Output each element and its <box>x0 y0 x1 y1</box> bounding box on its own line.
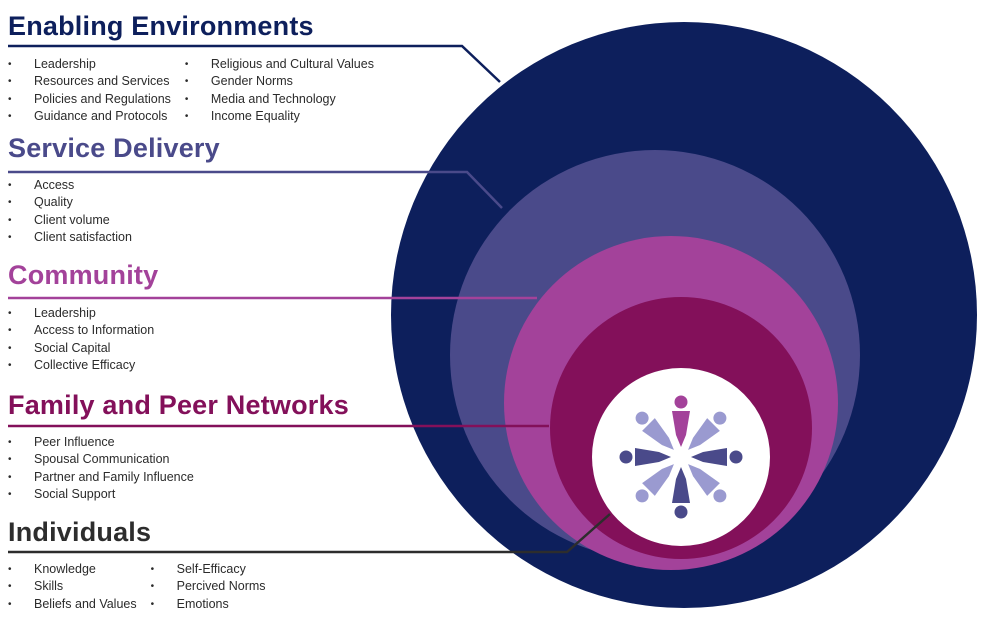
level-items-community: Leadership Access to Information Social … <box>8 305 158 374</box>
person-figure <box>619 448 671 466</box>
list-item: Religious and Cultural Values <box>185 56 374 74</box>
level-individuals: Individuals Knowledge Skills Beliefs and… <box>8 516 266 613</box>
list-item: Percived Norms <box>151 578 266 596</box>
person-figure <box>672 467 690 519</box>
service-delivery-connector <box>8 170 503 209</box>
list-item: Client volume <box>8 212 220 230</box>
list-item: Knowledge <box>8 561 137 579</box>
list-item: Leadership <box>8 305 158 323</box>
person-figure <box>672 395 690 447</box>
rings <box>391 22 977 608</box>
list-item: Gender Norms <box>185 73 374 91</box>
list-item: Self-Efficacy <box>151 561 266 579</box>
individuals-connector <box>8 513 611 554</box>
list-item: Leadership <box>8 56 171 74</box>
list-item: Access to Information <box>8 322 158 340</box>
level-family-and-peer-networks: Family and Peer Networks Peer Influence … <box>8 389 349 503</box>
list-item: Media and Technology <box>185 91 374 109</box>
list-item: Social Capital <box>8 340 158 358</box>
person-figure <box>691 448 743 466</box>
level-community: Community Leadership Access to Informati… <box>8 259 158 374</box>
list-item: Spousal Communication <box>8 451 349 469</box>
level-items-service-delivery: Access Quality Client volume Client sati… <box>8 177 220 246</box>
level-enabling-environments: Enabling Environments Leadership Resourc… <box>8 10 374 125</box>
person-figure <box>688 464 727 503</box>
list-item: Social Support <box>8 486 349 504</box>
level-title-individuals: Individuals <box>8 517 152 547</box>
list-item: Resources and Services <box>8 73 171 91</box>
people-circle-icon <box>619 395 743 519</box>
person-figure <box>635 411 674 450</box>
list-item: Guidance and Protocols <box>8 108 171 126</box>
list-item: Emotions <box>151 596 266 614</box>
enabling-environments-connector <box>8 44 501 83</box>
person-figure <box>635 464 674 503</box>
level-items-individuals: Knowledge Skills Beliefs and Values Self… <box>8 561 266 613</box>
list-item: Policies and Regulations <box>8 91 171 109</box>
list-item: Quality <box>8 194 220 212</box>
list-item: Beliefs and Values <box>8 596 137 614</box>
level-title-enabling-environments: Enabling Environments <box>8 11 314 41</box>
list-item: Skills <box>8 578 137 596</box>
level-title-family-and-peer-networks: Family and Peer Networks <box>8 390 349 420</box>
list-item: Partner and Family Influence <box>8 469 349 487</box>
person-figure <box>688 411 727 450</box>
level-items-enabling-environments: Leadership Resources and Services Polici… <box>8 56 374 125</box>
list-item: Collective Efficacy <box>8 357 158 375</box>
list-item: Income Equality <box>185 108 374 126</box>
list-item: Peer Influence <box>8 434 349 452</box>
individuals-center <box>592 368 770 546</box>
connector-lines <box>8 44 611 554</box>
level-service-delivery: Service Delivery Access Quality Client v… <box>8 132 220 246</box>
list-item: Access <box>8 177 220 195</box>
level-title-service-delivery: Service Delivery <box>8 133 220 163</box>
level-items-family-and-peer-networks: Peer Influence Spousal Communication Par… <box>8 434 349 503</box>
level-title-community: Community <box>8 260 159 290</box>
list-item: Client satisfaction <box>8 229 220 247</box>
